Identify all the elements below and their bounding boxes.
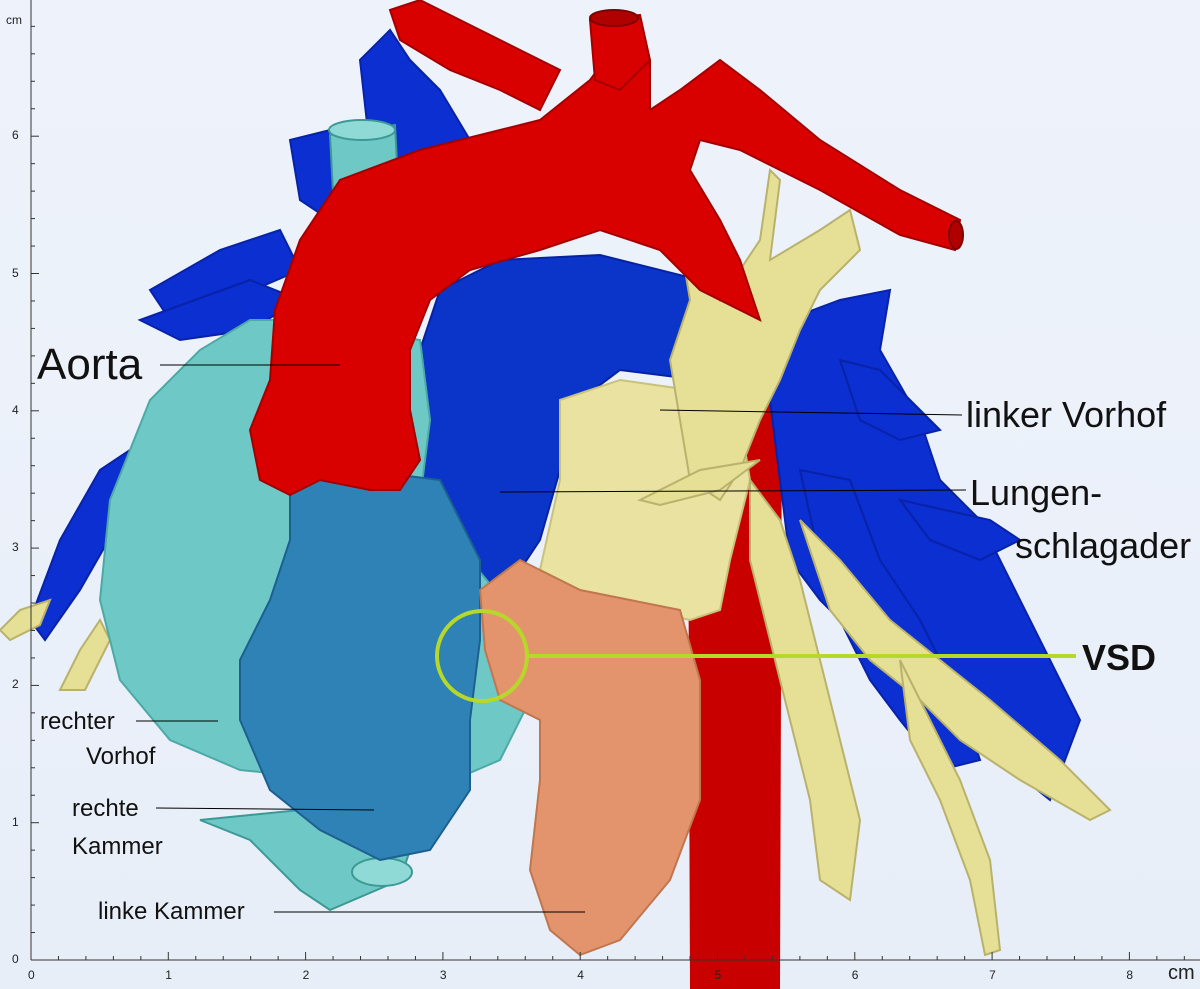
- y-axis-ticks: [31, 25, 39, 961]
- y-tick-label: 6: [12, 128, 19, 143]
- pulmonary-veins: [0, 167, 1112, 957]
- x-tick-label: 8: [1126, 968, 1134, 982]
- aorta: [248, 38, 962, 497]
- ivc-opening: [351, 857, 413, 887]
- leader-right-ventricle: [155, 807, 375, 811]
- aortic-branch-end: [948, 220, 964, 250]
- x-axis-unit: cm: [1168, 962, 1195, 984]
- y-tick-label: 1: [12, 814, 19, 829]
- y-axis-unit: cm: [6, 13, 22, 27]
- label-pulmonary-artery-line1: Lungen-: [970, 472, 1103, 513]
- x-tick-label: 5: [714, 968, 722, 982]
- label-right-atrium-line1: rechter: [40, 708, 115, 735]
- x-axis-ticks: [30, 952, 1185, 960]
- x-tick-label: 0: [28, 968, 35, 982]
- y-tick-label: 3: [12, 540, 19, 555]
- left-ventricle: [478, 558, 701, 957]
- y-tick-label: 5: [12, 265, 19, 280]
- y-tick-label: 2: [12, 677, 19, 692]
- x-tick-label: 3: [439, 968, 447, 982]
- label-right-ventricle-line2: Kammer: [72, 833, 163, 860]
- label-vsd: VSD: [1082, 637, 1157, 678]
- vsd-marker-circle: [435, 609, 529, 703]
- x-tick-label: 7: [989, 968, 996, 982]
- label-right-ventricle-line1: rechte: [72, 795, 139, 822]
- leader-pulmonary-artery: [499, 489, 967, 493]
- label-left-ventricle: linke Kammer: [98, 898, 245, 925]
- leader-left-atrium: [659, 409, 963, 416]
- label-pulmonary-artery-line2: schlagader: [1015, 525, 1192, 566]
- x-tick-label: 4: [577, 968, 584, 982]
- right-ventricle: [239, 468, 481, 862]
- label-left-atrium: linker Vorhof: [966, 394, 1167, 435]
- x-tick-label: 6: [851, 968, 859, 982]
- leader-lines: [136, 364, 967, 913]
- aortic-branch: [388, 0, 562, 112]
- label-aorta: Aorta: [37, 340, 143, 389]
- aortic-branch-opening: [589, 9, 639, 27]
- x-tick-label: 1: [165, 968, 172, 982]
- label-right-atrium-line2: Vorhof: [86, 743, 156, 770]
- svc-opening: [328, 119, 396, 141]
- y-tick-label: 4: [12, 402, 19, 417]
- x-tick-label: 2: [302, 968, 310, 982]
- axes: [30, 0, 1200, 961]
- y-tick-label: 0: [12, 952, 19, 966]
